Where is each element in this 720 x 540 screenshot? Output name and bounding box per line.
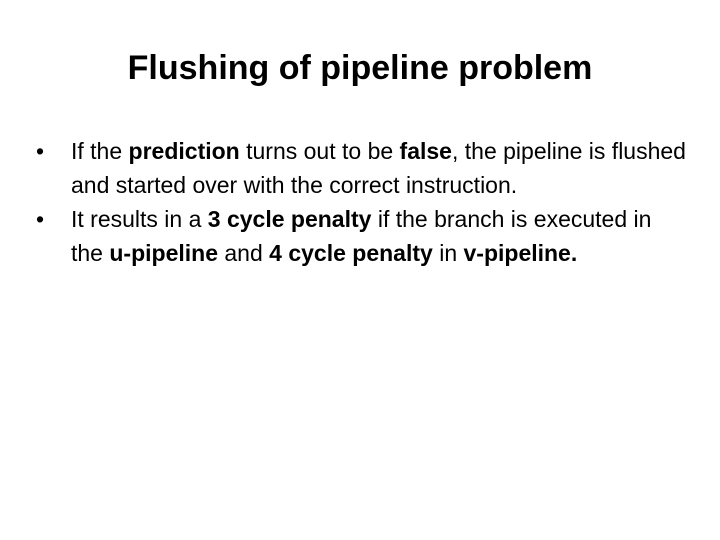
bullet-2-segment-6: 4 cycle penalty — [269, 240, 433, 266]
bullet-1-segment-5: , the pipeline is flushed and started ov… — [71, 138, 686, 198]
bullet-text-2: It results in a 3 cycle penalty if the b… — [71, 206, 651, 266]
bullet-2-segment-8: v-pipeline. — [463, 240, 578, 266]
bullet-2-segment-7: in — [432, 240, 464, 266]
bullet-icon: • — [36, 138, 45, 164]
bullet-list: • If the prediction turns out to be fals… — [36, 134, 686, 270]
bullet-2-segment-1: It results in a — [71, 206, 208, 232]
bullet-1-segment-1: If the — [71, 138, 129, 164]
bullet-2-segment-3: if the branch is executed in the — [71, 206, 652, 266]
bullet-2-segment-2: 3 cycle penalty — [207, 206, 372, 232]
bullet-2-segment-5: and — [218, 240, 270, 266]
bullet-1-segment-3: turns out to be — [239, 138, 400, 164]
bullet-text-1: If the prediction turns out to be false,… — [71, 138, 686, 198]
bullet-icon: • — [36, 206, 45, 232]
bullet-2-segment-4: u-pipeline — [109, 240, 218, 266]
bullet-1-segment-2: prediction — [128, 138, 240, 164]
bullet-item-1: • If the prediction turns out to be fals… — [36, 134, 686, 202]
bullet-1-segment-4: false — [399, 138, 452, 164]
bullet-item-2: • It results in a 3 cycle penalty if the… — [36, 202, 686, 270]
slide-title: Flushing of pipeline problem — [127, 49, 593, 87]
